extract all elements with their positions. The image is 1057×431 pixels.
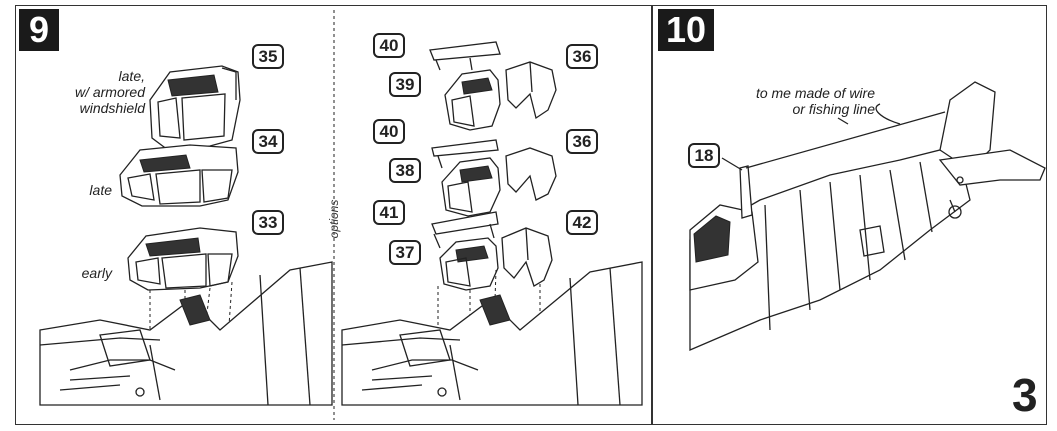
part-number-36-mid: 36 xyxy=(566,129,598,154)
part-41-drawing xyxy=(431,211,499,249)
fuselage-right-drawing xyxy=(341,261,643,406)
label-wire-note: to me made of wire or fishing line xyxy=(700,85,875,117)
label-early: early xyxy=(81,265,112,281)
label-options: options xyxy=(327,199,341,239)
fuselage-left-drawing xyxy=(39,261,333,406)
step-number-9: 9 xyxy=(19,9,59,51)
part-number-42: 42 xyxy=(566,210,598,235)
part-number-34: 34 xyxy=(252,129,284,154)
part-number-39: 39 xyxy=(389,72,421,97)
part-40-top-drawing xyxy=(429,41,501,71)
part-number-35: 35 xyxy=(252,44,284,69)
canopy-39-drawing xyxy=(444,69,501,131)
part-40-mid-drawing xyxy=(431,139,499,169)
page-number: 3 xyxy=(1012,369,1038,421)
step-number-10: 10 xyxy=(658,9,714,51)
label-late-line-2: w/ armored xyxy=(74,84,145,101)
wire-note-line-2: or fishing line xyxy=(792,101,876,118)
part-42-drawing xyxy=(501,227,553,287)
aircraft-drawing xyxy=(689,81,1046,351)
canopy-34-drawing xyxy=(119,144,239,207)
part-number-41: 41 xyxy=(373,200,405,225)
part-number-40-mid: 40 xyxy=(373,119,405,144)
canopy-33-drawing xyxy=(127,227,239,291)
label-late-armored: late, w/ armored windshield xyxy=(40,68,145,116)
wire-note-line-1: to me made of wire xyxy=(755,85,875,101)
canopy-38-drawing xyxy=(441,157,501,217)
part-number-37: 37 xyxy=(389,240,421,265)
label-late-line-3: windshield xyxy=(79,100,145,117)
part-number-40-top: 40 xyxy=(373,33,405,58)
canopy-37-drawing xyxy=(439,237,499,291)
canopy-35-drawing xyxy=(149,65,241,151)
label-late: late xyxy=(89,182,112,198)
label-late-line-1: late, xyxy=(118,68,145,84)
part-number-18: 18 xyxy=(688,143,720,168)
part-number-36-top: 36 xyxy=(566,44,598,69)
part-number-33: 33 xyxy=(252,210,284,235)
part-36-mid-drawing xyxy=(505,147,557,201)
part-number-38: 38 xyxy=(389,158,421,183)
part-36-top-drawing xyxy=(505,61,557,120)
